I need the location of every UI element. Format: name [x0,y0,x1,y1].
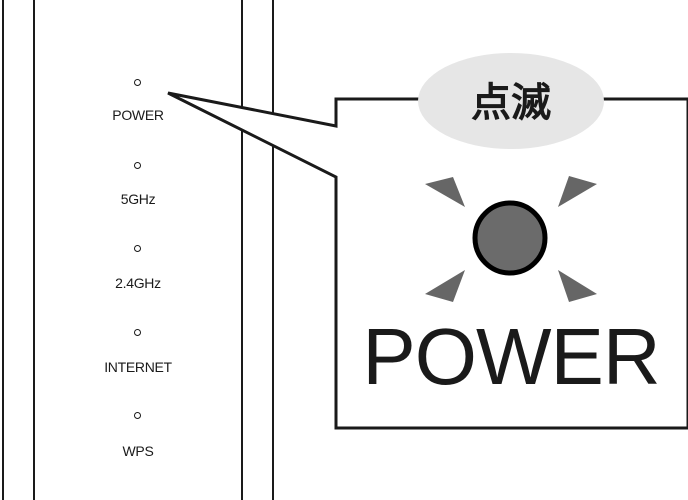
power-led-icon [134,79,141,86]
led-label-5ghz: 5GHz [120,191,156,207]
panel-left-edge-inner [33,0,35,500]
5ghz-led-icon [134,162,141,169]
ray-top-left-icon [425,177,465,207]
blink-status-text: 点滅 [471,80,551,126]
led-label-wps: WPS [122,443,154,459]
led-label-power: POWER [112,107,164,123]
ray-bottom-left-icon [425,270,465,302]
2-4ghz-led-icon [134,245,141,252]
power-led-large-icon [472,200,548,276]
panel-right-edge-inner [241,0,243,500]
ray-top-right-icon [558,176,597,207]
led-label-internet: INTERNET [104,359,172,375]
panel-right-edge-outer [272,0,274,500]
status-badge [418,53,604,149]
callout-led-label: POWER [362,312,660,401]
panel-left-edge-outer [2,0,4,500]
callout-box [167,91,688,430]
ray-bottom-right-icon [558,270,597,302]
led-label-2-4ghz: 2.4GHz [115,275,161,291]
internet-led-icon [134,329,141,336]
wps-led-icon [134,412,141,419]
